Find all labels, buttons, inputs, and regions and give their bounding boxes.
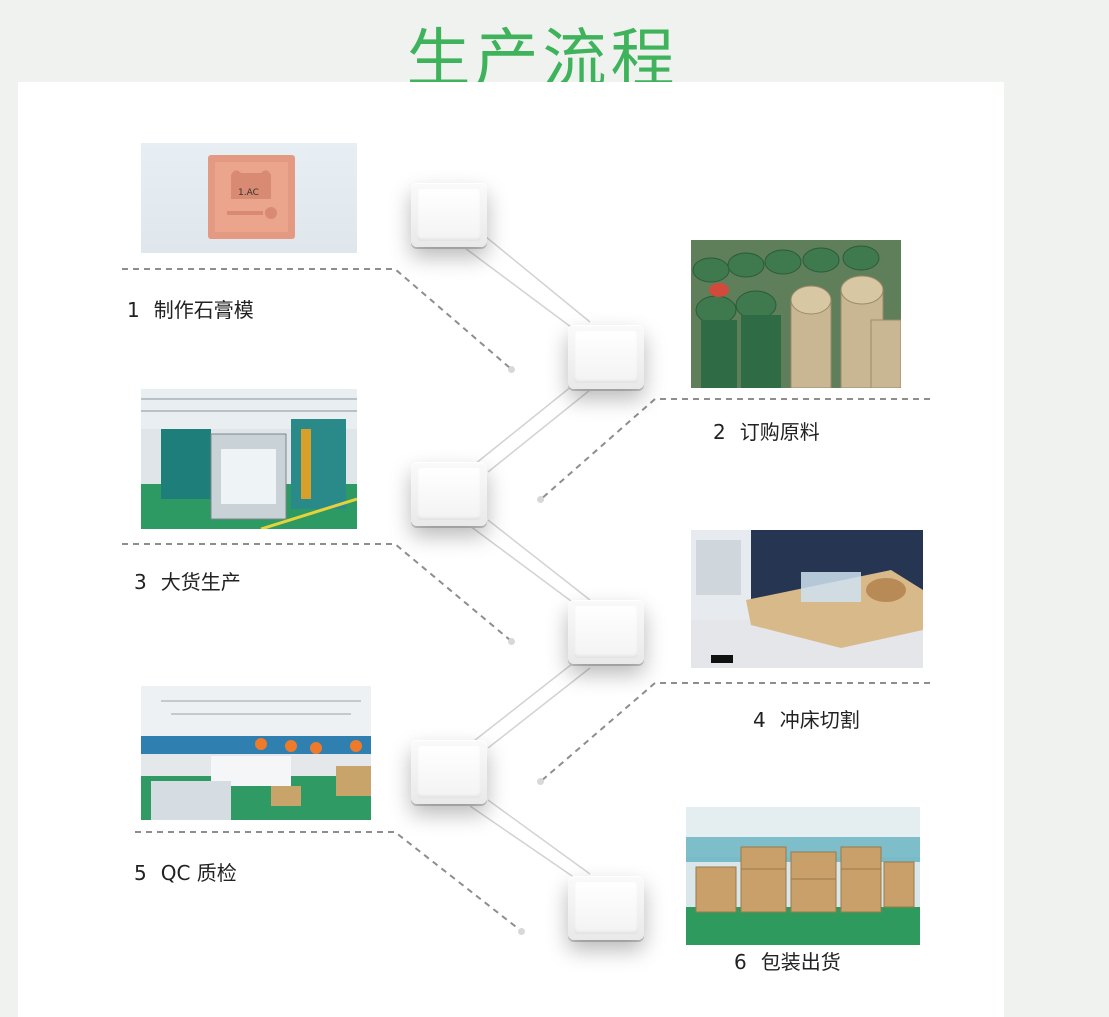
- step-box-3: [411, 462, 487, 526]
- connector-dot: [518, 928, 525, 935]
- connector-dot: [537, 496, 544, 503]
- step-box-6: [568, 876, 644, 940]
- plaster-mold-photo: 1.AC: [141, 143, 357, 253]
- punch-cutting-photo: [691, 530, 923, 668]
- raw-material-rolls-photo: [691, 240, 901, 388]
- connector-dot: [508, 366, 515, 373]
- connector-dot: [508, 638, 515, 645]
- step-box-2: [568, 325, 644, 389]
- connector-dot: [537, 778, 544, 785]
- step-box-4: [568, 600, 644, 664]
- production-line-photo: [141, 389, 357, 529]
- svg-text:1.AC: 1.AC: [238, 188, 259, 198]
- quality-check-photo: [141, 686, 371, 820]
- packing-shipment-photo: [686, 807, 920, 945]
- step-box-1: [411, 183, 487, 247]
- step-box-5: [411, 740, 487, 804]
